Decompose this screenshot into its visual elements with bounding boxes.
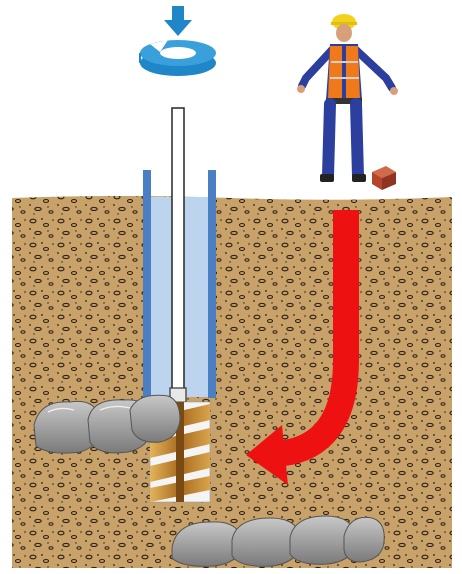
soil-ground <box>12 196 452 568</box>
casing-left-wall <box>143 170 151 398</box>
downward-rotation-icon <box>140 6 216 76</box>
construction-worker <box>297 14 398 182</box>
brick <box>372 166 396 190</box>
rock-cluster-lower <box>172 516 384 566</box>
drill-rod <box>172 108 184 398</box>
casing-right-wall <box>208 170 216 398</box>
